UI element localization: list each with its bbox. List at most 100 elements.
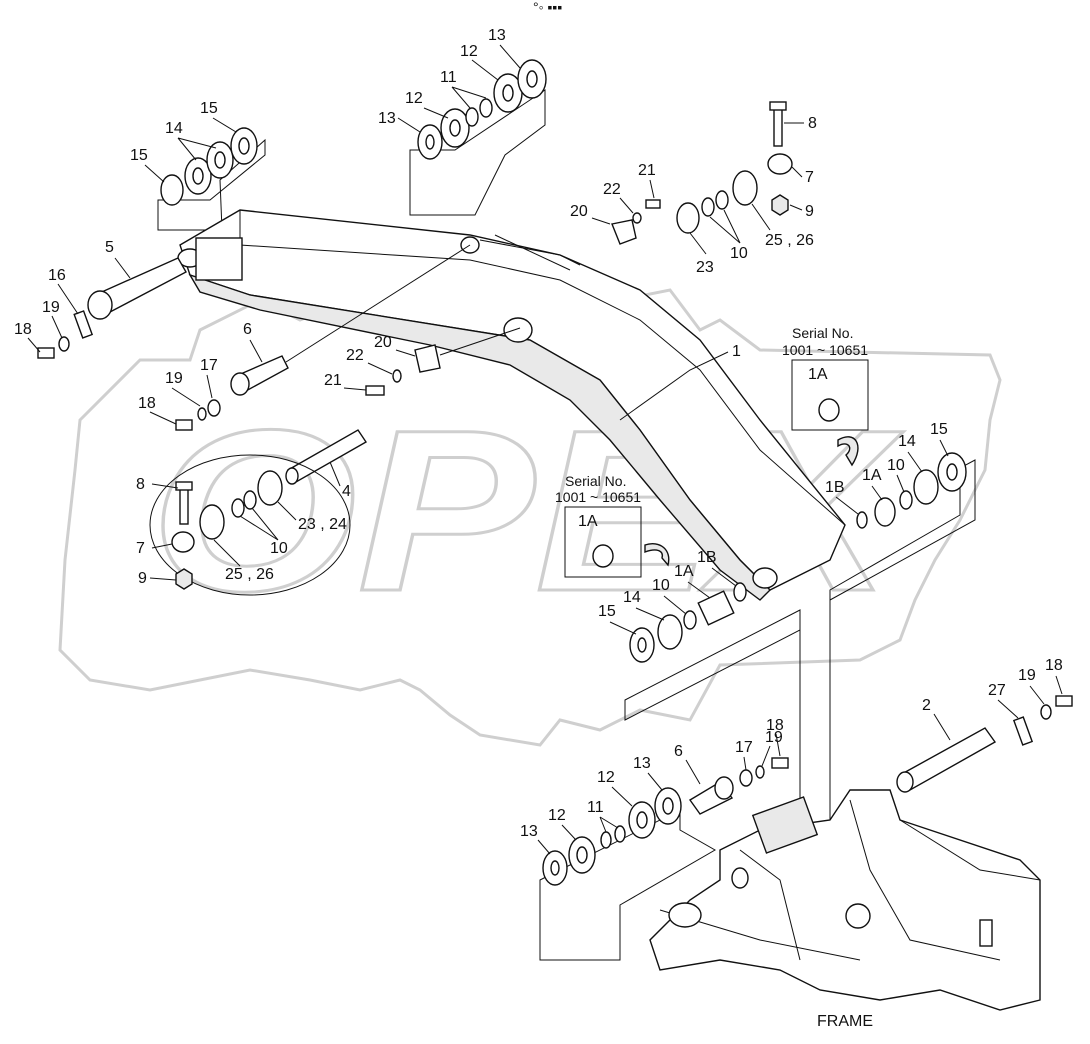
pin-6-leader-line — [285, 244, 471, 363]
callout-14-left: 14 — [165, 120, 183, 137]
bracket-20-mid — [414, 344, 441, 373]
callout-21-top: 21 — [638, 162, 656, 179]
callout-14-c: 14 — [623, 589, 641, 606]
bolt-8-left-head — [175, 481, 193, 491]
washer-10b-top — [701, 197, 715, 217]
callout-13-top: 13 — [488, 27, 506, 44]
callout-7-left: 7 — [136, 540, 145, 557]
mid-bracket-leaders — [343, 349, 416, 391]
bolt-8-head — [769, 101, 787, 111]
nut-9-left — [175, 568, 193, 590]
top-stack-leaders — [397, 44, 521, 133]
frame-outline — [649, 789, 1041, 1011]
frame-connection-lines — [799, 600, 831, 820]
callout-15-left2: 15 — [130, 147, 148, 164]
pin-6b-group — [688, 757, 789, 815]
serial-box-right: Serial No. 1001 ~ 10651 1A — [782, 325, 869, 467]
callout-25-26-top: 25 , 26 — [765, 232, 814, 249]
washer-13c-hole — [550, 860, 560, 876]
pin-6-group — [175, 244, 471, 431]
callout-7-top: 7 — [805, 169, 814, 186]
pin-4-end — [285, 467, 299, 485]
callout-13-bot: 13 — [633, 755, 651, 772]
callout-4-leader — [329, 461, 341, 487]
washer-11b — [479, 98, 493, 118]
top-right-leaders — [689, 122, 804, 255]
callout-22-top: 22 — [603, 181, 621, 198]
washer-14-center — [657, 614, 683, 650]
callout-9-left: 9 — [138, 570, 147, 587]
header-mark: °◦ ▪▪▪ — [533, 0, 562, 15]
boom-foot-block — [195, 237, 243, 281]
left-stack-leaders — [144, 117, 237, 183]
callout-17-a: 17 — [200, 357, 218, 374]
callout-12-bot2: 12 — [548, 807, 566, 824]
center-stack-leaders — [609, 567, 737, 635]
callout-20-mid: 20 — [374, 334, 392, 351]
callout-19-b: 19 — [165, 370, 183, 387]
callout-27: 27 — [988, 682, 1006, 699]
washer-13a-hole — [425, 134, 435, 150]
washer-13d-hole — [662, 797, 674, 815]
left-washer-stack — [157, 127, 266, 231]
callout-12-top: 12 — [460, 43, 478, 60]
top-stack-frame — [409, 89, 546, 216]
serial-right-line2: 1001 ~ 10651 — [782, 342, 868, 358]
washer-19-b — [197, 407, 207, 421]
pin-2 — [898, 727, 997, 791]
callout-1B-r: 1B — [825, 479, 845, 496]
callout-1A-c: 1A — [674, 563, 694, 580]
washer-12c-hole — [576, 846, 588, 864]
washer-22-mid — [392, 369, 402, 383]
pin-6-head — [230, 372, 250, 396]
washer-14b-hole — [214, 151, 226, 169]
pin-6-leaders — [149, 339, 263, 425]
plate-27 — [1012, 716, 1034, 746]
lower-washer-stack — [539, 787, 717, 961]
washer-11a — [465, 107, 479, 127]
washer-23-left — [257, 470, 283, 506]
ring-1B-center — [733, 582, 747, 602]
frame-hole-left — [731, 867, 749, 889]
callout-1A-box-left: 1A — [578, 513, 598, 530]
callout-20-top: 20 — [570, 203, 588, 220]
serial-right-frame — [791, 359, 869, 431]
pin-2-group — [896, 695, 1073, 793]
callout-11-bot: 11 — [587, 799, 604, 816]
washer-23-top — [676, 202, 700, 234]
washer-15a — [160, 174, 184, 206]
washer-15-right-hole — [946, 463, 958, 481]
serial-left-line1: Serial No. — [565, 473, 626, 489]
callout-13-top2: 13 — [378, 110, 396, 127]
bushing-1A-right — [874, 497, 896, 527]
callout-8-left: 8 — [136, 476, 145, 493]
washer-14a-hole — [192, 167, 204, 185]
frame-hole-right — [845, 903, 871, 929]
callout-19-b2: 19 — [765, 729, 783, 746]
bolt-8-left — [179, 485, 189, 525]
bolt-21-mid — [365, 385, 385, 396]
pin-5-head — [87, 290, 113, 320]
callout-12-top2: 12 — [405, 90, 423, 107]
top-right-hardware — [676, 101, 793, 234]
arrow-right-box — [837, 436, 859, 467]
lower-stack-leaders — [537, 772, 663, 855]
machine-frame — [649, 789, 1041, 1011]
callout-23-top: 23 — [696, 259, 714, 276]
left-hardware-circle — [149, 454, 351, 596]
arrow-left-box — [644, 543, 670, 567]
callout-18-a: 18 — [14, 321, 32, 338]
callout-6-a: 6 — [243, 321, 252, 338]
callout-18-b2: 18 — [766, 717, 784, 734]
callout-10-c: 10 — [652, 577, 670, 594]
washer-15b-hole — [238, 137, 250, 155]
bolt-21-top — [645, 199, 661, 209]
bolt-18-r — [1055, 695, 1073, 707]
boom-upper-edge — [239, 210, 846, 526]
frame-label: FRAME — [817, 1013, 873, 1030]
pin-6b-head — [714, 776, 734, 800]
plate-16 — [73, 310, 94, 339]
serial-left-frame — [564, 506, 642, 578]
ring-1B-right — [856, 511, 868, 529]
